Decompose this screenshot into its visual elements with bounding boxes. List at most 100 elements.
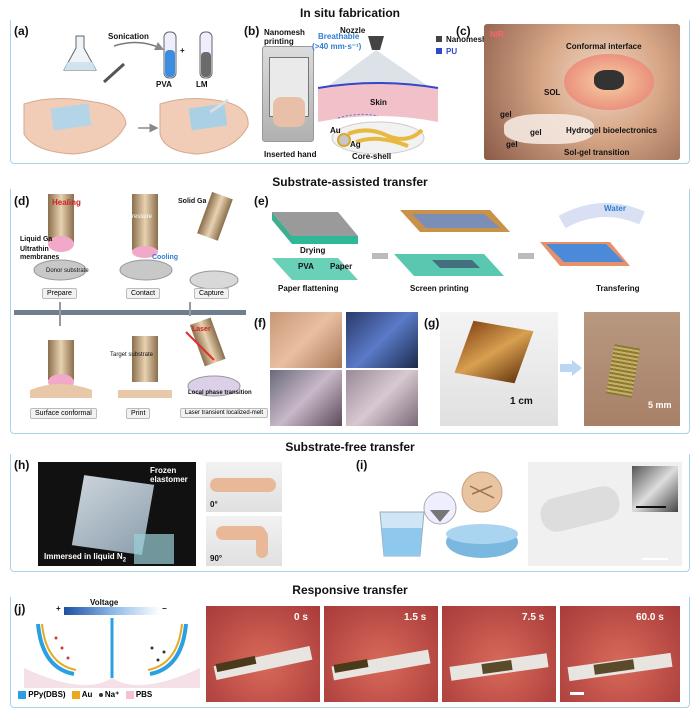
step-laser-transient: Laser transient localized-melt: [180, 408, 269, 418]
panel-e-label: (e): [254, 194, 269, 208]
core-shell-label: Core-shell: [352, 152, 392, 161]
step-contact: Contact: [126, 288, 161, 299]
time-photo-1: [324, 606, 438, 702]
voltage-plus: +: [56, 604, 61, 613]
section-title-substrate-assisted: Substrate-assisted transfer: [0, 175, 700, 189]
plus-label: +: [180, 46, 185, 55]
paper-label: Paper: [330, 262, 353, 271]
time-photo-3: [560, 606, 680, 702]
legend-nanomesh: Nanomesh: [446, 35, 487, 44]
frozen-label: Frozen elastomer: [150, 466, 188, 484]
gel-label-1: gel: [500, 110, 512, 119]
deg0-label: 0°: [210, 500, 218, 509]
legend-au-swatch: [71, 690, 80, 699]
legend-j: PPy(DBS) Au Na⁺ PBS: [18, 690, 218, 702]
time-label-3: 60.0 s: [636, 612, 664, 623]
au-label: Au: [330, 126, 341, 135]
scale-1cm: 1 cm: [510, 396, 533, 407]
panel-i-illustration: [379, 471, 518, 558]
transfering-label: Transfering: [596, 284, 640, 293]
laser-label: Laser: [192, 326, 211, 333]
section-title-responsive: Responsive transfer: [0, 583, 700, 597]
deg90-label: 90°: [210, 554, 223, 563]
local-phase-label: Local phase transition: [188, 390, 252, 396]
panel-c-label: (c): [456, 24, 471, 38]
time-photo-0: [206, 606, 320, 702]
nozzle-label: Nozzle: [340, 26, 366, 35]
water-label: Water: [604, 204, 626, 213]
section-title-in-situ: In situ fabrication: [0, 6, 700, 20]
cooling-label: Cooling: [152, 254, 179, 261]
legend-pu: PU: [446, 47, 458, 56]
gel-label-3: gel: [506, 140, 518, 149]
step-capture: Capture: [194, 288, 229, 299]
finger-0-photo: [206, 462, 282, 512]
lm-label: LM: [196, 80, 208, 89]
ultrathin-label: Ultrathin membranes: [20, 246, 60, 261]
finger-90-photo: [206, 516, 282, 566]
finger-cot-photo: [528, 462, 682, 566]
panel-i-label: (i): [356, 458, 368, 472]
immersed-label: Immersed in liquid N2: [44, 552, 127, 564]
transfer-photo-2: [584, 312, 680, 426]
legend-pbs: PBS: [135, 690, 153, 699]
panel-h-label: (h): [14, 458, 30, 472]
scale-5mm: 5 mm: [648, 400, 672, 410]
voltage-bar: [64, 607, 160, 615]
pressure-label: Pressure: [128, 214, 153, 220]
sol-label: SOL: [544, 88, 561, 97]
step-surface-conformal: Surface conformal: [30, 408, 97, 419]
actuator-diagram: [24, 618, 200, 688]
gel-label-2: gel: [530, 128, 542, 137]
panel-g-label: (g): [424, 316, 440, 330]
hydrogel-photo: [484, 24, 680, 160]
skin-label: Skin: [370, 98, 387, 107]
step-print: Print: [126, 408, 151, 419]
paper-flattening-label: Paper flattening: [278, 284, 339, 293]
panel-j-label: (j): [14, 602, 26, 616]
printer-photo: [262, 46, 314, 142]
nanomesh-printing-label: Nanomesh printing: [264, 28, 305, 46]
step-prepare: Prepare: [42, 288, 77, 299]
skin-photo-4: [346, 370, 418, 426]
legend-au: Au: [81, 690, 93, 699]
frozen-elastomer-photo: [38, 462, 196, 566]
time-label-0: 0 s: [294, 612, 308, 623]
panel-e-illustration: [272, 203, 645, 280]
ag-label: Ag: [350, 140, 361, 149]
pva-e-label: PVA: [298, 262, 314, 271]
panel-b-label: (b): [244, 24, 260, 38]
conformal-label: Conformal interface: [566, 42, 642, 51]
skin-photo-2: [346, 312, 418, 368]
panel-a-label: (a): [14, 24, 29, 38]
solid-ga-label: Solid Ga: [178, 198, 207, 205]
pva-label: PVA: [156, 80, 172, 89]
sonication-label: Sonication: [108, 32, 149, 41]
voltage-minus: −: [162, 604, 167, 613]
healing-label: Healing: [52, 198, 81, 207]
time-photo-2: [442, 606, 556, 702]
target-label: Target substrate: [110, 352, 154, 358]
skin-photo-1: [270, 312, 342, 368]
donor-label: Donor substrate: [46, 268, 89, 274]
skin-photo-3: [270, 370, 342, 426]
time-label-1: 1.5 s: [404, 612, 427, 623]
legend-na: Na⁺: [104, 690, 120, 699]
sol-gel-label: Sol-gel transition: [564, 148, 630, 157]
time-label-2: 7.5 s: [522, 612, 545, 623]
panel-d-illustration: [14, 191, 246, 398]
panel-f-label: (f): [254, 316, 266, 330]
inserted-hand-label: Inserted hand: [264, 150, 317, 159]
hydrogel-label: Hydrogel bioelectronics: [566, 126, 658, 135]
skin-printing-diagram: [318, 36, 442, 155]
rate-label: (>40 mm·s⁻¹): [312, 42, 362, 51]
legend-ppy-swatch: [18, 690, 26, 699]
arrow-g: [560, 360, 582, 376]
legend-na-dot: [98, 692, 103, 697]
legend-ppy: PPy(DBS): [28, 690, 66, 699]
panel-d-label: (d): [14, 194, 30, 208]
legend-pbs-swatch: [125, 690, 134, 699]
nir-label: NIR: [490, 30, 504, 39]
voltage-label: Voltage: [90, 598, 119, 607]
breathable-label: Breathable: [318, 32, 360, 41]
